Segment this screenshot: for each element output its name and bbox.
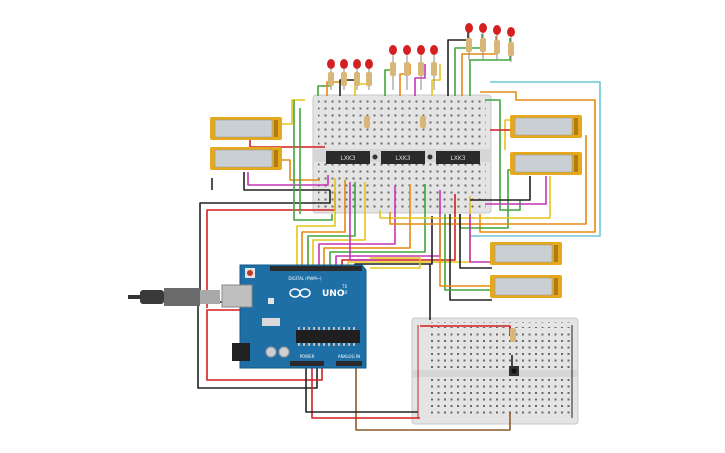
resistor-array bbox=[328, 38, 516, 342]
arduino-model-label: UNO bbox=[322, 289, 345, 299]
infinity-logo-icon bbox=[289, 288, 311, 298]
wire-red-5v bbox=[206, 309, 323, 381]
ic-label: LXK3 bbox=[450, 155, 465, 162]
reset-button-icon bbox=[247, 270, 253, 276]
shift-register-ic: LXK3 bbox=[436, 151, 480, 164]
digital-header-label: DIGITAL (PWM~) bbox=[288, 276, 322, 281]
usb-cable bbox=[128, 288, 220, 306]
analog-header bbox=[336, 361, 362, 366]
lcd-display bbox=[510, 152, 582, 175]
push-button bbox=[509, 366, 519, 376]
power-header-label: POWER bbox=[300, 354, 315, 359]
digital-header bbox=[270, 266, 362, 271]
lcd-display bbox=[490, 275, 562, 298]
lcd-display bbox=[210, 147, 282, 170]
ic-label: LXK3 bbox=[395, 155, 410, 162]
lcd-display bbox=[510, 115, 582, 138]
shift-register-ic: LXK3 bbox=[326, 151, 370, 164]
wire-black-top bbox=[199, 190, 331, 300]
power-header bbox=[290, 361, 324, 366]
arduino-uno-board: DIGITAL (PWM~) UNO TX RX POWER ANALOG IN bbox=[221, 264, 367, 369]
tx-label: TX bbox=[341, 284, 347, 289]
analog-header-label: ANALOG IN bbox=[338, 354, 360, 359]
microcontroller-chip bbox=[296, 330, 360, 343]
lcd-display bbox=[490, 242, 562, 265]
shift-register-ic: LXK3 bbox=[381, 151, 425, 164]
lcd-display bbox=[210, 117, 282, 140]
secondary-breadboard bbox=[411, 317, 579, 425]
usb-plug-icon bbox=[140, 290, 164, 304]
ic-label: LXK3 bbox=[340, 155, 355, 162]
rx-label: RX bbox=[342, 290, 348, 295]
